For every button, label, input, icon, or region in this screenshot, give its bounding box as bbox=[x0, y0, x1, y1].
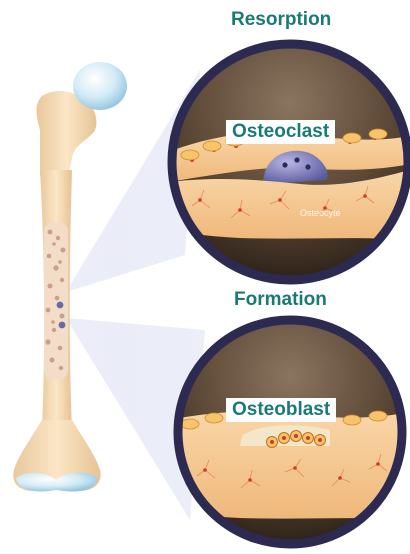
osteoclast-label: Osteoclast bbox=[226, 120, 335, 144]
formation-lens bbox=[168, 320, 410, 544]
resorption-heading: Resorption bbox=[231, 9, 331, 31]
osteoblast-dot bbox=[59, 322, 66, 329]
resorption-lens bbox=[168, 44, 410, 280]
bone-marrow-region bbox=[44, 222, 68, 380]
osteoclast-dot bbox=[57, 302, 64, 309]
osteoblast-label: Osteoblast bbox=[226, 398, 336, 422]
formation-heading: Formation bbox=[234, 289, 327, 311]
femoral-head-cartilage bbox=[73, 62, 127, 110]
osteocyte-label: Osteocyte bbox=[300, 208, 341, 218]
